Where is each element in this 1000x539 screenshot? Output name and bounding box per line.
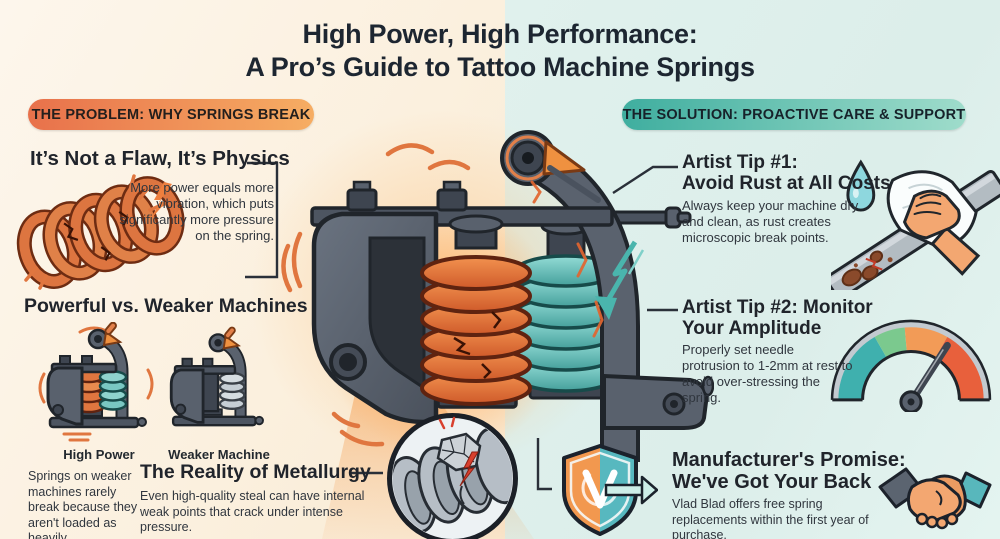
broken-spring-icon bbox=[16, 174, 185, 290]
tip2-body: Properly set needle protrusion to 1-2mm … bbox=[682, 342, 853, 406]
metallurgy-heading: The Reality of Metallurgy bbox=[140, 461, 371, 483]
promise-heading-line2: We've Got Your Back bbox=[672, 471, 872, 494]
tip2-heading: Artist Tip #2: Monitor Your Amplitude bbox=[682, 297, 873, 340]
amplitude-gauge-icon bbox=[830, 319, 992, 412]
tip1-body: Always keep your machine dry and clean, … bbox=[682, 198, 859, 246]
comparison-body: Springs on weaker machines rarely break … bbox=[28, 469, 138, 539]
metallurgy-magnifier-icon bbox=[387, 413, 518, 539]
page-title-line2: A Pro’s Guide to Tattoo Machine Springs bbox=[245, 51, 755, 82]
teal-lightning-arrow-icon bbox=[595, 240, 645, 320]
comparison-heading: Powerful vs. Weaker Machines bbox=[24, 295, 308, 317]
handshake-icon bbox=[878, 467, 992, 530]
water-drop-icon bbox=[846, 159, 876, 212]
hand-icon bbox=[902, 189, 961, 240]
tip2-heading-line1: Artist Tip #2: Monitor bbox=[682, 297, 873, 318]
tip1-heading-line2: Avoid Rust at All Costs bbox=[682, 173, 891, 195]
problem-banner: THE PROBLEM: WHY SPRINGS BREAK bbox=[28, 99, 314, 130]
weaker-machine-icon bbox=[169, 326, 264, 427]
promise-body: Vlad Blad offers free spring replacement… bbox=[672, 497, 869, 539]
physics-body: More power equals more vibration, which … bbox=[119, 180, 274, 244]
physics-heading: It’s Not a Flaw, It’s Physics bbox=[30, 147, 290, 170]
promise-heading: Manufacturer's Promise: We've Got Your B… bbox=[672, 449, 906, 494]
tip2-heading-line2: Your Amplitude bbox=[682, 318, 822, 340]
replacement-arrow-icon bbox=[640, 475, 658, 505]
high-power-label: High Power bbox=[63, 447, 135, 462]
solution-banner: THE SOLUTION: PROACTIVE CARE & SUPPORT bbox=[622, 99, 966, 130]
high-power-machine-icon bbox=[38, 322, 154, 442]
weaker-machine-label: Weaker Machine bbox=[168, 447, 270, 462]
rust-wipe-icon bbox=[831, 159, 1000, 290]
promise-heading-line1: Manufacturer's Promise: bbox=[672, 449, 906, 471]
page-title-line1: High Power, High Performance: bbox=[302, 19, 698, 49]
tip1-heading: Artist Tip #1: Avoid Rust at All Costs bbox=[682, 152, 891, 195]
metallurgy-body: Even high-quality steal can have interna… bbox=[140, 489, 365, 534]
tattoo-machine-illustration bbox=[281, 130, 714, 462]
page-title: High Power, High Performance: A Pro’s Gu… bbox=[0, 18, 1000, 84]
tip1-heading-line1: Artist Tip #1: bbox=[682, 152, 798, 173]
warranty-shield-icon bbox=[562, 444, 658, 536]
